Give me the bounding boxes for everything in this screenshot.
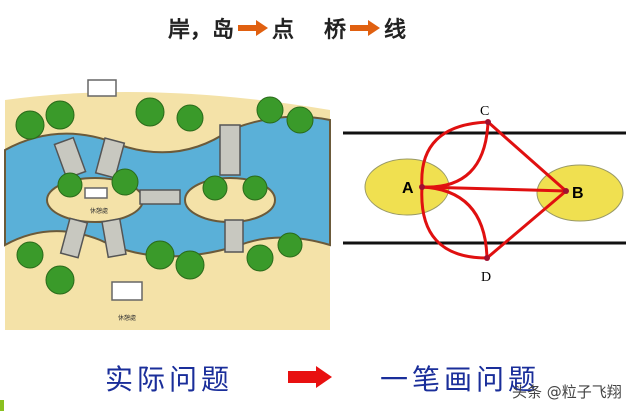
node-a: [419, 184, 425, 190]
green-corner-mark: [0, 400, 4, 411]
edge-d-b: [486, 189, 567, 260]
graph-diagram: A B C D: [343, 104, 626, 285]
orange-arrow-icon: [350, 20, 381, 36]
edge-a-d-1: [420, 186, 488, 260]
node-b: [563, 188, 569, 194]
real-problem-label: 实际问题: [105, 363, 234, 396]
rest-area-label: 休憩處: [90, 207, 108, 215]
graph-edges: [420, 120, 567, 260]
slide-title: 岸，岛 点 桥 线: [168, 12, 406, 44]
label-d: D: [481, 270, 491, 285]
tree-icons: [15, 96, 314, 295]
watermark: 头条 @粒子飞翔: [512, 383, 622, 401]
rest-area-label: 休憩處: [118, 314, 136, 322]
title-banks-islands: 岸，岛: [168, 17, 235, 43]
label-c: C: [480, 104, 489, 119]
node-d: [484, 255, 490, 261]
island-b: [536, 164, 624, 222]
one-stroke-problem-label: 一笔画问题: [380, 363, 541, 396]
edge-a-b: [421, 185, 567, 193]
edge-a-c-1: [420, 120, 489, 188]
konigsberg-illustration: 休憩處 休憩處: [4, 79, 331, 330]
label-b: B: [572, 185, 584, 202]
edge-c-b: [487, 120, 567, 193]
red-arrow-icon: [288, 366, 332, 388]
title-points: 点: [272, 17, 295, 43]
node-c: [485, 119, 491, 125]
label-a: A: [402, 180, 414, 197]
title-lines: 线: [384, 17, 407, 43]
bench-icons: [84, 79, 143, 301]
title-bridges: 桥: [324, 17, 347, 43]
orange-arrow-icon: [238, 20, 269, 36]
